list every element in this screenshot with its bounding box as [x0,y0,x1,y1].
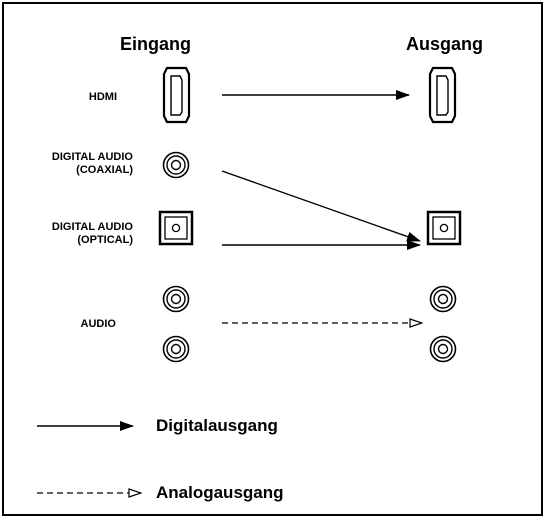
label-hdmi: HDMI [88,91,117,103]
hdmi-output-port-icon [428,66,457,124]
label-audio: AUDIO [80,318,116,330]
rca-input-jack-icon-top [162,285,190,313]
input-header: Eingang [120,34,191,54]
label-digital-coaxial-line1: DIGITAL AUDIO [51,151,133,163]
hdmi-input-port-icon [162,66,191,124]
label-digital-optical: DIGITAL AUDIO (OPTICAL) [52,221,133,247]
rca-input-jack-icon-bottom [162,335,190,363]
coaxial-input-jack-icon [162,151,190,179]
optical-output-port-icon [426,210,462,246]
optical-input-port-icon [158,210,194,246]
label-digital-coaxial-line2: (COAXIAL) [76,164,133,176]
label-digital-optical-line1: DIGITAL AUDIO [51,221,133,233]
output-header: Ausgang [406,34,484,54]
rca-output-jack-icon-bottom [429,335,457,363]
label-digital-coaxial: DIGITAL AUDIO (COAXIAL) [52,151,133,177]
legend-analog-label: Analogausgang [156,483,284,502]
coaxial-digital-arrow [221,170,421,242]
rca-output-jack-icon-top [429,285,457,313]
label-digital-optical-line2: (OPTICAL) [77,234,133,246]
legend-digital-label: Digitalausgang [156,416,278,435]
